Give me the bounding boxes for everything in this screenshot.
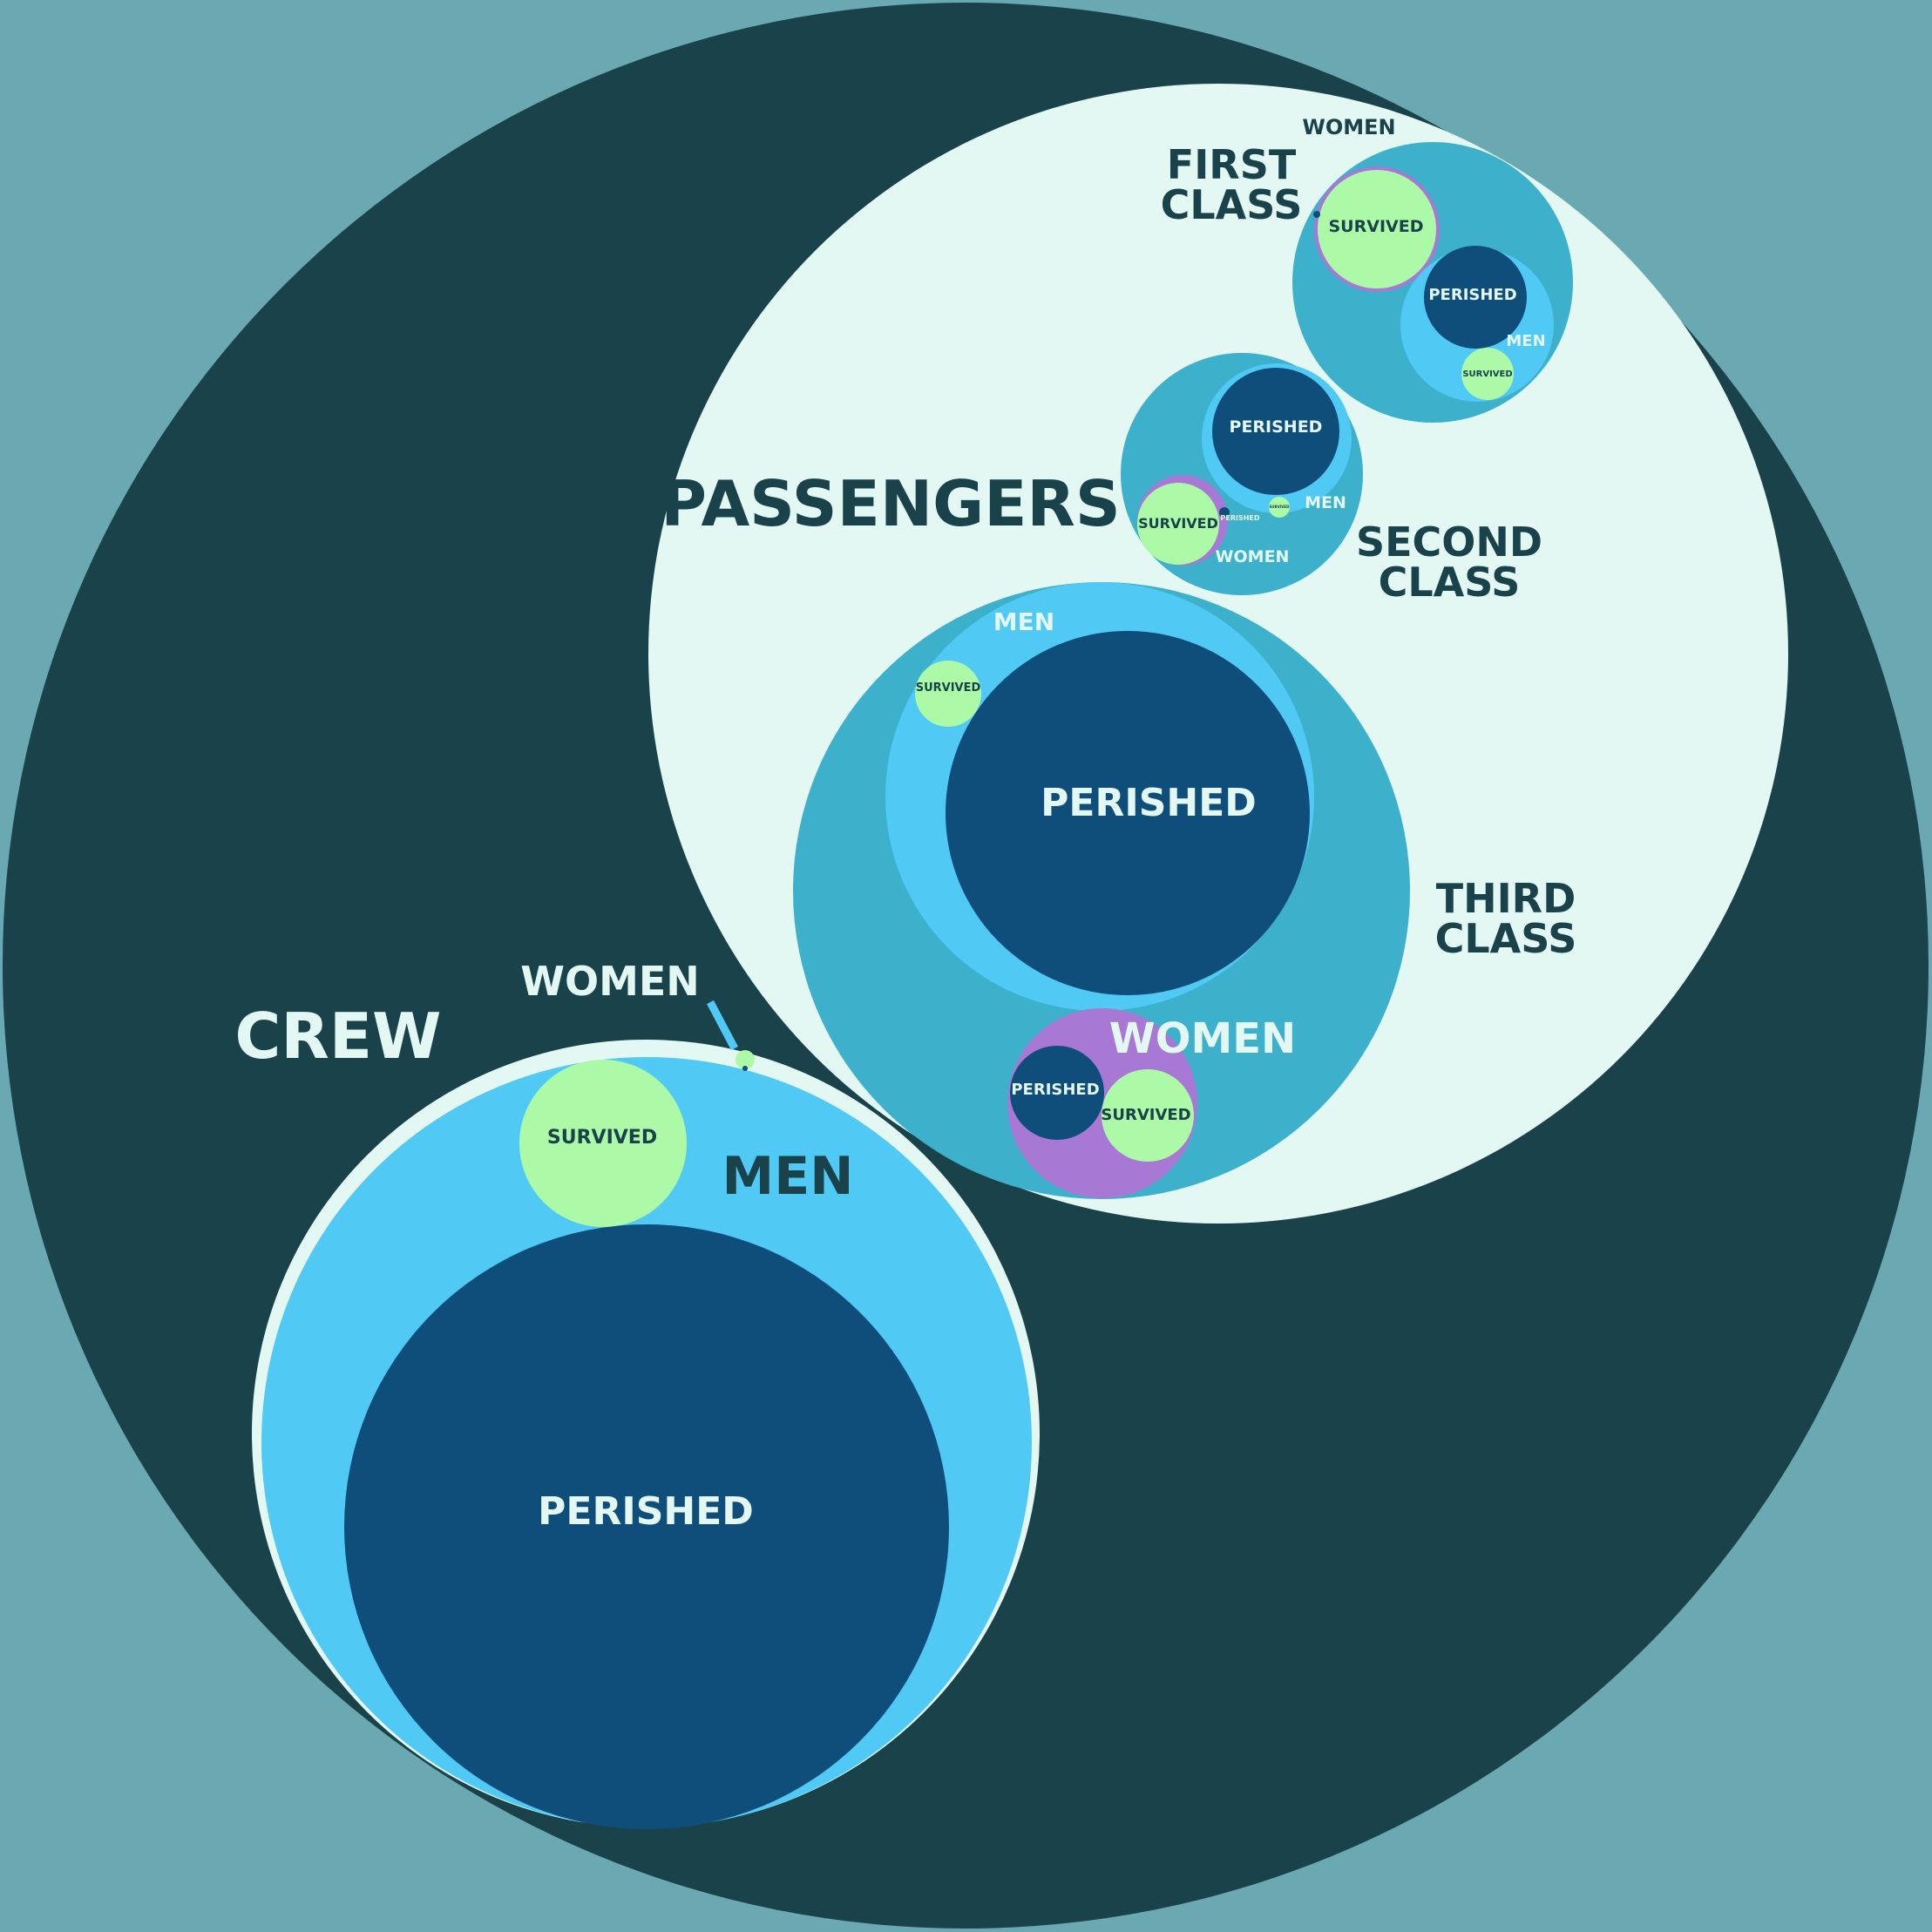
crew-women-perished-dot: [742, 1066, 748, 1071]
crew-women-survived-circle: [736, 1050, 755, 1069]
third-class-label-line2: CLASS: [1435, 915, 1577, 962]
third-class-men-survived-circle: [915, 661, 981, 727]
third-class-men-label: MEN: [993, 607, 1054, 636]
third-class-label-line1: THIRD: [1436, 875, 1576, 922]
first-class-men-survived-circle: [1461, 348, 1514, 400]
third-class-women-perished-circle: [1010, 1046, 1104, 1140]
second-class-men-label: MEN: [1305, 493, 1346, 512]
second-class-label-line1: SECOND: [1356, 519, 1542, 566]
third-class-men-perished-label: PERISHED: [1041, 781, 1257, 825]
first-class-women-perished-dot: [1313, 211, 1320, 218]
second-class-women-label: WOMEN: [1216, 547, 1290, 566]
crew-men-survived-label: SURVIVED: [547, 1127, 657, 1149]
second-class-men-survived-circle: [1269, 497, 1290, 518]
crew-group: [252, 1000, 1040, 1829]
first-class-men-perished-circle: [1424, 246, 1527, 349]
third-class-women-label: WOMEN: [1109, 1014, 1296, 1063]
crew-label: CREW: [235, 1000, 442, 1073]
crew-men-label: MEN: [722, 1146, 854, 1207]
second-class-men-perished-circle: [1212, 368, 1339, 495]
crew-men-perished-label: PERISHED: [538, 1489, 754, 1534]
crew-women-label: WOMEN: [520, 958, 700, 1005]
first-class-women-label: WOMEN: [1302, 115, 1395, 139]
second-class-women-perished-dot: [1219, 507, 1230, 518]
second-class-women-survived-circle: [1137, 483, 1219, 565]
third-class-group: [793, 582, 1410, 1199]
second-class-women-survived-label: SURVIVED: [1138, 515, 1218, 532]
second-class-label-line2: CLASS: [1379, 559, 1521, 606]
third-class-women-survived-label: SURVIVED: [1101, 1106, 1190, 1124]
first-class-label-line1: FIRST: [1167, 141, 1297, 188]
second-class-women-perished-label: PERISHED: [1220, 514, 1259, 522]
first-class-group: [1292, 142, 1573, 423]
first-class-men-label: MEN: [1506, 332, 1545, 350]
crew-men-survived-circle: [519, 1060, 687, 1227]
crew-women-leader-line: [707, 1000, 738, 1051]
second-class-group: [1121, 353, 1363, 595]
passengers-label: PASSENGERS: [661, 467, 1120, 540]
first-class-men-survived-label: SURVIVED: [1462, 369, 1512, 379]
first-class-label-line2: CLASS: [1161, 181, 1303, 228]
crew-men-perished-circle: [344, 1224, 949, 1829]
second-class-men-perished-label: PERISHED: [1230, 417, 1323, 437]
first-class-women-survived-label: SURVIVED: [1329, 217, 1424, 236]
first-class-men-perished-label: PERISHED: [1428, 286, 1516, 304]
third-class-men-survived-label: SURVIVED: [916, 681, 981, 695]
third-class-women-perished-label: PERISHED: [1011, 1081, 1099, 1099]
second-class-men-survived-label: SURVIVED: [1270, 505, 1291, 509]
first-class-women-survived-circle: [1318, 170, 1436, 288]
third-class-men-perished-circle: [946, 631, 1310, 995]
third-class-women-survived-circle: [1102, 1069, 1194, 1162]
